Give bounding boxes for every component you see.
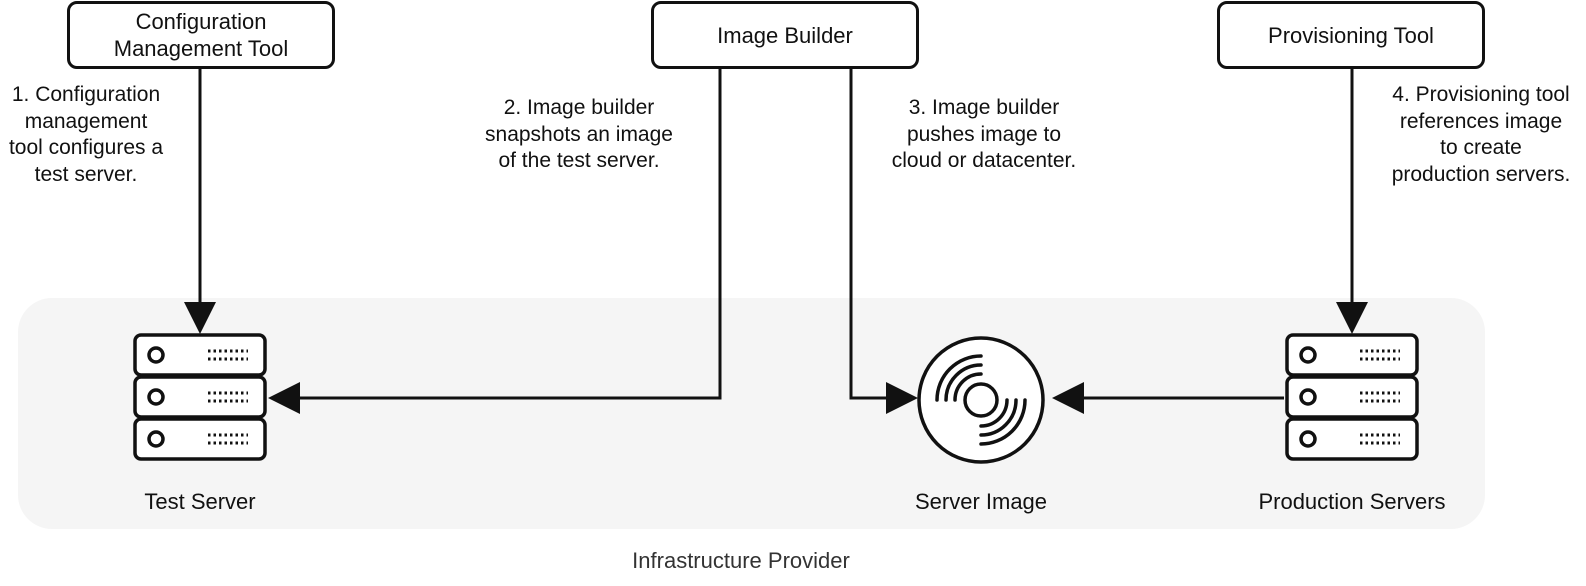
infrastructure-provider-label: Infrastructure Provider	[632, 548, 850, 573]
step-3-note: 3. Image builder pushes image to cloud o…	[891, 96, 1077, 172]
arrowhead-left-server-image	[1052, 382, 1084, 414]
arrowhead-left-test-server	[268, 382, 300, 414]
arrow-builder-to-test-server	[292, 68, 722, 400]
provisioning-tool-label: Provisioning Tool	[1268, 22, 1434, 48]
server-rack-icon	[1285, 333, 1419, 461]
server-rack-icon	[133, 333, 267, 461]
production-servers-label: Production Servers	[1258, 489, 1446, 514]
server-image-label: Server Image	[914, 489, 1048, 514]
disc-icon	[917, 336, 1045, 464]
image-builder-box: Image Builder	[651, 1, 919, 69]
arrowhead-right-server-image	[886, 382, 918, 414]
step-2-note: 2. Image builder snapshots an image of t…	[485, 96, 673, 172]
provisioning-tool-box: Provisioning Tool	[1217, 1, 1485, 69]
arrowhead-down-test-server	[184, 302, 216, 334]
configuration-management-tool-box: Configuration Management Tool	[67, 1, 335, 69]
image-builder-label: Image Builder	[717, 22, 853, 48]
arrowhead-down-production	[1336, 302, 1368, 334]
arrow-builder-to-server-image	[849, 68, 898, 400]
test-server-label: Test Server	[144, 489, 256, 514]
step-1-note: 1. Configuration management tool configu…	[8, 83, 164, 186]
configuration-management-tool-label: Configuration Management Tool	[113, 9, 289, 61]
step-4-note: 4. Provisioning tool references image to…	[1391, 83, 1571, 186]
